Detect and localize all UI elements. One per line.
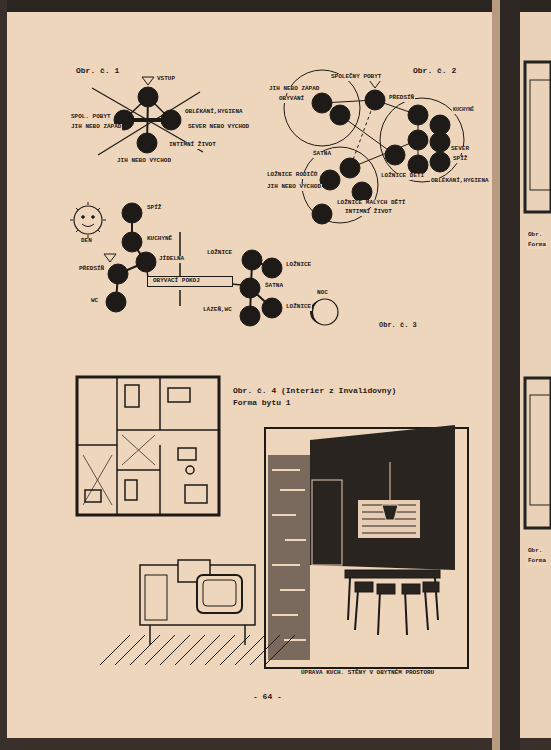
figure-label: Forma [527,558,547,565]
room-label: OBÝVÁNÍ [278,96,305,103]
figure-caption: ÚPRAVA KUCH. STĚNY V OBYTNÉM PROSTORU [300,670,435,677]
room-label: PŘEDSÍŇ [388,95,415,102]
figure-label: - 64 - [252,692,283,701]
room-label: LOŽNICE [285,304,312,311]
room-label: INTIMNÍ ŽIVOT [168,142,217,149]
room-label: JIH NEBO VÝCHOD [266,184,322,191]
room-label: ŠATNA [264,283,284,290]
room-label: SPÍŽ [146,205,162,212]
room-label: OBLÉKÁNÍ,HYGIENA [184,109,244,116]
room-label: INTIMNÍ ŽIVOT [344,209,393,216]
room-label: LOŽNICE DĚTÍ [380,173,425,180]
room-label: JIH NEBO VÝCHOD [116,158,172,165]
room-label: SEVER NEBO VÝCHOD [187,124,250,131]
figure-label: Obr. č. 2 [412,66,457,75]
room-label: SPÍŽ [452,156,468,163]
room-label: PŘEDSÍŇ [78,266,105,273]
room-label: LOŽNICE MALÝCH DĚTÍ [336,200,406,207]
room-label: SPOL. POBYT [70,114,112,121]
room-label: SPOLEČNÝ POBYT [330,74,382,81]
figure-label: Obr. [527,232,543,239]
room-label: DEN [80,238,93,245]
figure-label: Obr. č. 3 [378,321,418,329]
room-label: JIH NEBO ZÁPAD [268,86,320,93]
room-label: JÍDELNA [158,256,185,263]
room-label: KUCHYNĚ [146,236,173,243]
room-label: WC [90,298,99,305]
room-bar: OBÝVACÍ POKOJ [147,276,233,287]
room-label: LOŽNICE [206,250,233,257]
figure-label: Obr. [527,548,543,555]
room-label: VSTUP [156,76,176,83]
room-label: LOŽNICE RODIČŮ [266,172,318,179]
room-label: ŠATNA [312,151,332,158]
room-label: KUCHYNĚ [452,108,475,114]
figure-label: Forma bytu 1 [232,398,292,407]
room-label: LÁZEŇ,WC [202,307,233,314]
figure-label: Obr. č. 1 [75,66,120,75]
room-label: LOŽNICE [285,262,312,269]
room-label: OBÝVACÍ POKOJ [152,278,228,285]
room-label: OBLÉKÁNÍ,HYGIENA [430,178,490,185]
figure-label: Obr. č. 4 (Interier z Invalidovny) [232,386,397,395]
figure-label: Forma [527,242,547,249]
room-label: SEVER [450,146,470,153]
room-label: NOC [316,290,329,297]
room-label: JIH NEBO ZÁPAD [70,124,122,131]
